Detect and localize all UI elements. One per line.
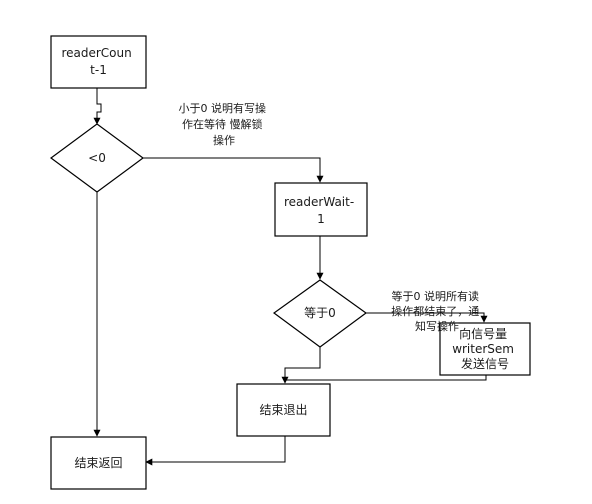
svg-text:等于0 说明所有读 操作都结束了，通: 等于0 说明所有读 操作都结束了，通 知写操作 bbox=[391, 289, 483, 333]
svg-text:向信号量 writerSem 发送信: 向信号量 writerSem 发送信号 bbox=[452, 326, 518, 371]
svg-text:结束返回: 结束返回 bbox=[74, 456, 122, 470]
edge-readercount-to-lt0 bbox=[93, 88, 102, 125]
edge-label-line: 知写操作 bbox=[415, 319, 459, 333]
svg-text:readerCoun t-1: readerCoun t-1 bbox=[61, 46, 135, 77]
node-text-line: readerWait- bbox=[284, 195, 354, 209]
decision-equals-zero: 等于0 bbox=[272, 279, 368, 348]
edge-label-line: 等于0 说明所有读 bbox=[392, 289, 480, 303]
edge-label-line: 作在等待 慢解锁 bbox=[182, 117, 263, 131]
edge-label-less-than-zero: 小于0 说明有写操 作在等待 慢解锁 操作 bbox=[179, 101, 270, 147]
svg-text:<0: <0 bbox=[88, 151, 106, 165]
edge-eq0-to-signal bbox=[366, 312, 488, 323]
decision-less-than-zero: <0 bbox=[49, 123, 145, 193]
edge-label-line: 小于0 说明有写操 bbox=[179, 101, 267, 115]
node-text-line: 向信号量 bbox=[459, 326, 507, 341]
edge-exit-to-return bbox=[145, 436, 286, 466]
svg-text:小于0 说明有写操 作在等待 慢解锁: 小于0 说明有写操 作在等待 慢解锁 操作 bbox=[179, 101, 270, 147]
edge-label-equals-zero: 等于0 说明所有读 操作都结束了，通 知写操作 bbox=[391, 289, 483, 333]
node-text-line: writerSem bbox=[452, 342, 514, 356]
edge-label-line: 操作都结束了，通 bbox=[391, 304, 479, 318]
node-text-line: 结束退出 bbox=[259, 403, 307, 417]
node-signal-writer-sem: 向信号量 writerSem 发送信号 bbox=[439, 322, 531, 376]
node-reader-count-decrement: readerCoun t-1 bbox=[50, 35, 147, 89]
edge-eq0-to-exit bbox=[281, 347, 321, 384]
decision-text: 等于0 bbox=[304, 306, 336, 320]
svg-text:readerWait- 1: readerWait- 1 bbox=[284, 195, 358, 226]
node-text-line: t-1 bbox=[90, 63, 107, 77]
node-text-line: 结束返回 bbox=[74, 456, 122, 470]
node-text-line: 发送信号 bbox=[461, 356, 509, 371]
node-end-exit: 结束退出 bbox=[236, 383, 331, 437]
node-end-return: 结束返回 bbox=[50, 436, 147, 490]
edge-label-line: 操作 bbox=[213, 133, 235, 147]
node-text-line: readerCoun bbox=[61, 46, 131, 60]
decision-text: <0 bbox=[88, 151, 106, 165]
edge-lt0-to-readerwait bbox=[143, 157, 324, 183]
svg-text:结束退出: 结束退出 bbox=[259, 403, 307, 417]
node-text-line: 1 bbox=[317, 212, 325, 226]
edge-signal-to-exit bbox=[285, 375, 487, 381]
node-reader-wait-decrement: readerWait- 1 bbox=[274, 182, 368, 237]
svg-text:等于0: 等于0 bbox=[304, 306, 336, 320]
